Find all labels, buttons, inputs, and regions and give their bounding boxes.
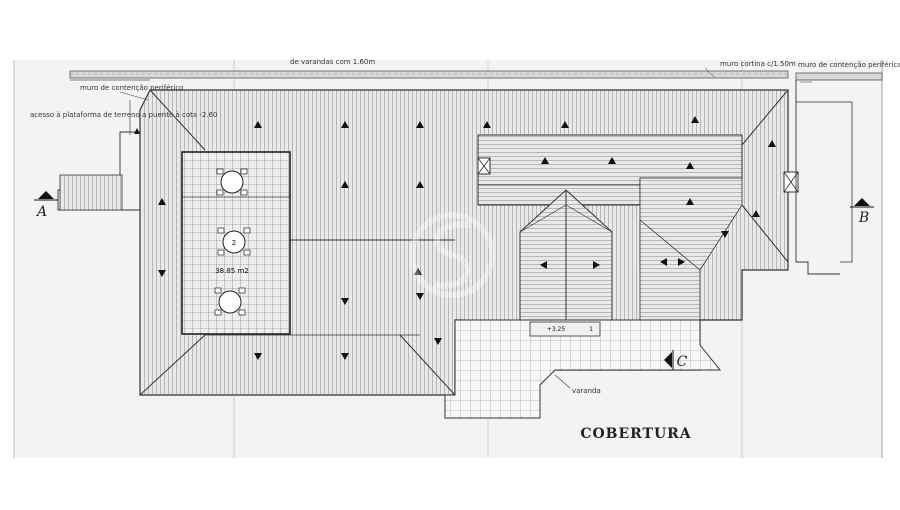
section-b-label: B	[858, 210, 869, 226]
section-marker-a: A	[34, 191, 58, 220]
section-a-label: A	[35, 204, 47, 220]
section-marker-c: C	[664, 350, 688, 370]
access-label: acesso à plataforma de terreno a puente …	[30, 111, 218, 119]
table-set-1	[216, 168, 248, 196]
section-c-label: C	[677, 354, 688, 370]
curtain-wall-label: muro cortina c/1.50m	[720, 60, 796, 68]
level-index: 1	[589, 326, 593, 333]
terrace-area-label: 38.85 m2	[215, 267, 249, 275]
watermark-logo	[409, 212, 495, 298]
main-roof	[139, 89, 789, 396]
varanda-top-label: de varandas com 1.60m	[290, 58, 375, 66]
annotations: muro de contenção periférico acesso à pl…	[30, 58, 900, 119]
chimney-left	[477, 157, 491, 175]
access-stairs	[57, 100, 140, 211]
level-label: +3.25	[547, 326, 566, 333]
drawing-title: COBERTURA	[580, 426, 691, 442]
wall-label-right: muro de contenção periférica	[798, 61, 900, 69]
table-set-3	[214, 287, 246, 316]
terrace-number: 2	[232, 239, 236, 247]
table-set-2	[217, 227, 251, 256]
varanda-label: varanda	[572, 387, 601, 395]
varanda-floor: +3.25 1 varanda	[444, 319, 722, 419]
section-marker-b: B	[850, 198, 874, 226]
roof-terrace: 2 38.85 m2	[181, 151, 291, 335]
wall-label-left: muro de contenção periférico	[80, 84, 183, 92]
right-boundary	[795, 80, 853, 275]
slope-arrows	[158, 116, 776, 360]
retaining-wall	[69, 70, 883, 81]
